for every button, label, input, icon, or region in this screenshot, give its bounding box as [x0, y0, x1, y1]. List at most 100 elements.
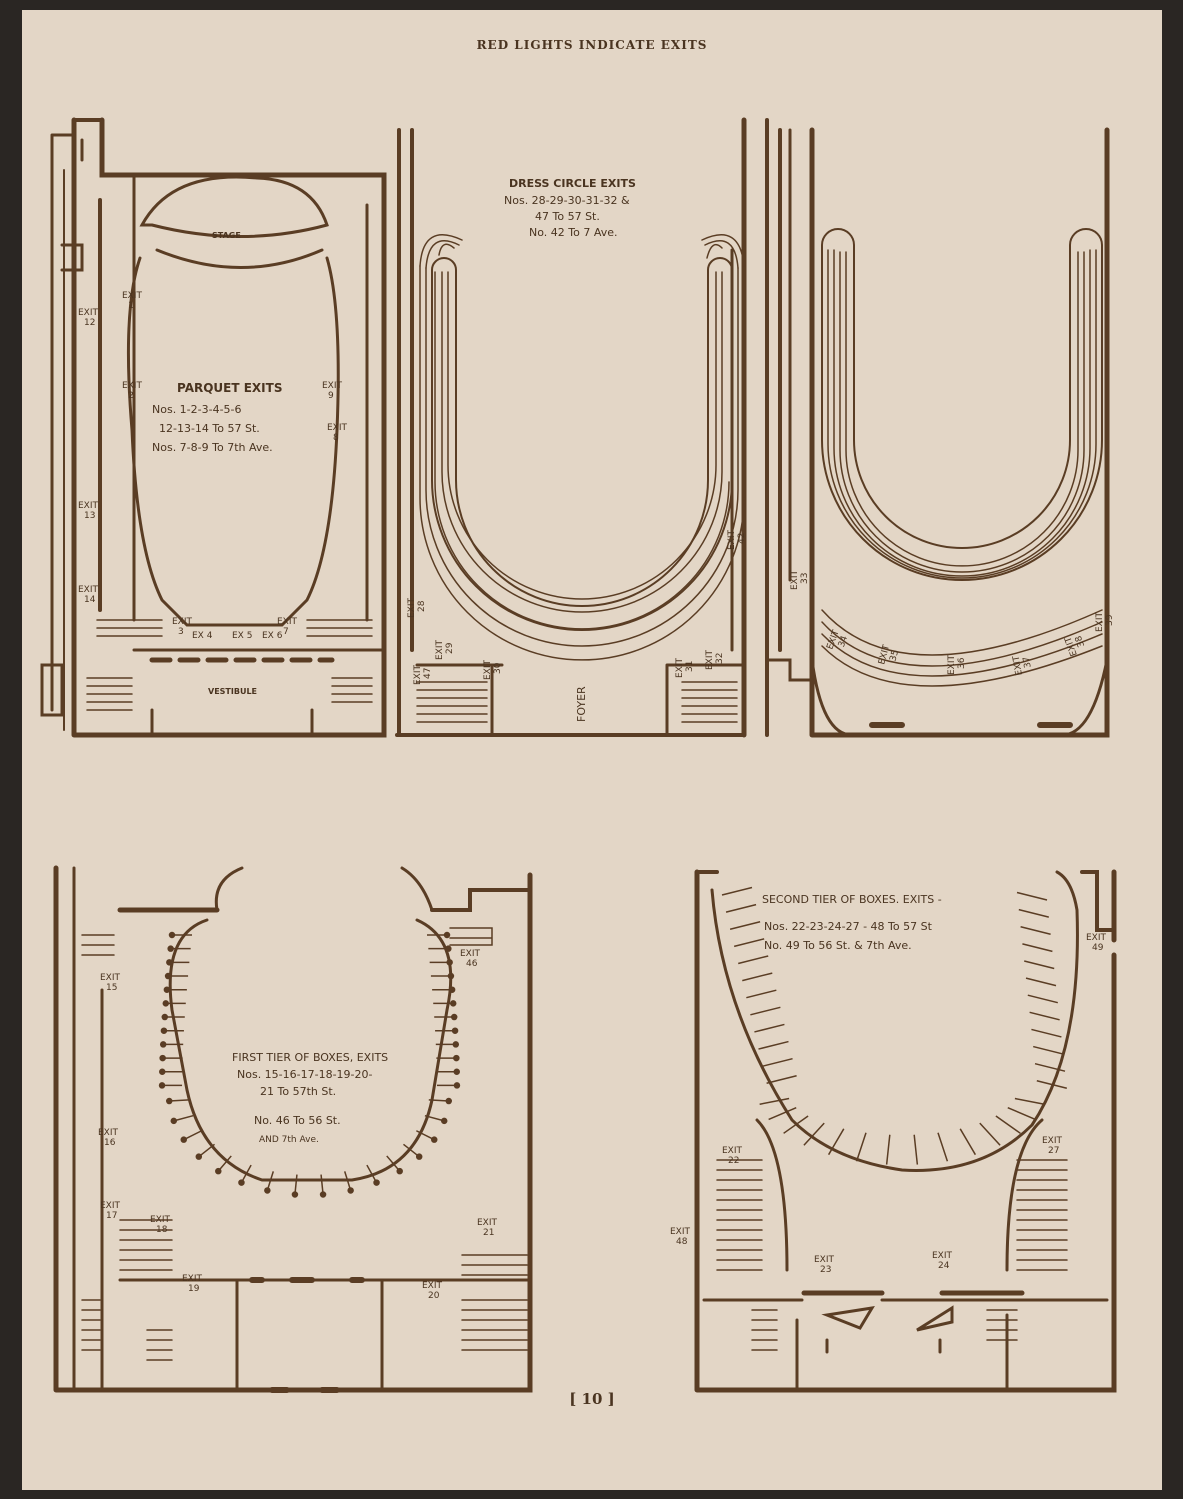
first-tier-box-dot-8: [159, 1041, 167, 1048]
first-tier-box-dot-3: [164, 972, 172, 980]
exit-label-5: EX 5: [232, 631, 252, 641]
first-tier-plan: [53, 865, 533, 1393]
exit-label-31: EXIT31: [675, 657, 695, 678]
second-tier-box-24: [1007, 1106, 1036, 1121]
second-tier-box-3: [733, 938, 765, 948]
second-tier-box-10: [762, 1057, 793, 1067]
first-tier-box-dot-17: [238, 1179, 245, 1186]
first-tier-line-4: AND 7th Ave.: [259, 1135, 319, 1145]
second-tier-box-11: [766, 1075, 797, 1085]
first-tier-box-dot-0: [168, 931, 176, 939]
dress-circle-plan: [395, 117, 747, 738]
first-tier-box-dot-20: [319, 1191, 327, 1198]
first-tier-box-22: [366, 1164, 378, 1183]
second-tier-box-16: [827, 1128, 845, 1156]
first-tier-box-dot-33: [450, 1013, 458, 1021]
program-page: RED LIGHTS INDICATE EXITS: [22, 10, 1162, 1490]
parquet-line-1: Nos. 1-2-3-4-5-6: [152, 403, 242, 416]
second-tier-box-17: [855, 1132, 867, 1162]
first-tier-box-dot-18: [264, 1187, 271, 1194]
first-tier-box-dot-1: [167, 945, 174, 952]
second-tier-line-1: Nos. 22-23-24-27 - 48 To 57 St: [764, 920, 933, 933]
first-tier-box-dot-30: [453, 1054, 460, 1062]
first-tier-line-3: No. 46 To 56 St.: [254, 1114, 341, 1127]
first-tier-box-dot-5: [162, 1000, 170, 1007]
first-tier-box-dot-2: [166, 959, 173, 966]
second-tier-box-14: [783, 1115, 809, 1134]
first-tier-box-23: [386, 1155, 401, 1172]
exit-label-30: EXIT30: [483, 659, 503, 680]
second-tier-box-18: [885, 1134, 891, 1165]
exit-label-35: EXIT35: [877, 643, 902, 668]
exit-label-4: EX 4: [192, 631, 213, 641]
box-ticks: [158, 886, 1068, 1198]
dress-circle-line-3: No. 42 To 7 Ave.: [529, 226, 617, 239]
first-tier-box-12: [169, 1099, 190, 1102]
first-tier-box-26: [424, 1114, 445, 1122]
foyer-label: FOYER: [575, 686, 588, 722]
second-tier-box-8: [754, 1023, 785, 1033]
second-tier-box-37: [1016, 891, 1048, 901]
second-tier-box-26: [1036, 1080, 1068, 1090]
exit-label-37: EXIT37: [1012, 653, 1035, 677]
second-tier-box-5: [742, 972, 773, 982]
page-number: [ 10 ]: [569, 1390, 615, 1408]
exit-label-38: EXIT38: [1063, 631, 1089, 657]
first-tier-box-dot-11: [158, 1082, 166, 1089]
exit-label-28: EXIT28: [407, 597, 427, 618]
first-tier-box-dot-12: [166, 1097, 173, 1105]
first-tier-box-13: [173, 1114, 194, 1122]
second-tier-title: SECOND TIER OF BOXES. EXITS -: [762, 893, 942, 906]
first-tier-box-dot-19: [291, 1191, 299, 1198]
second-tier-box-12: [759, 1097, 790, 1105]
dress-circle-line-1: Nos. 28-29-30-31-32 &: [504, 194, 630, 207]
vestibule-label: VESTIBULE: [208, 687, 257, 696]
second-tier-line-2: No. 49 To 56 St. & 7th Ave.: [764, 939, 912, 952]
second-tier-box-32: [1025, 977, 1057, 987]
second-tier-box-2: [729, 921, 761, 930]
second-tier-box-30: [1029, 1011, 1060, 1021]
second-tier-box-33: [1024, 960, 1055, 970]
second-tier-box-35: [1020, 926, 1051, 935]
second-tier-box-7: [750, 1006, 781, 1016]
second-tier-box-15: [803, 1122, 825, 1146]
page-header: RED LIGHTS INDICATE EXITS: [476, 38, 708, 52]
first-tier-box-dot-14: [180, 1136, 188, 1143]
first-tier-box-15: [198, 1143, 216, 1158]
exit-label-32: EXIT32: [705, 649, 725, 670]
second-tier-box-29: [1031, 1028, 1062, 1038]
stage-label: STAGE: [212, 231, 241, 240]
exit-label-47: EXIT47: [413, 664, 433, 685]
parquet-title: PARQUET EXITS: [177, 381, 282, 395]
parquet-line-3: Nos. 7-8-9 To 7th Ave.: [152, 441, 273, 454]
second-tier-box-6: [746, 989, 777, 999]
first-tier-box-18: [266, 1171, 275, 1191]
first-tier-box-21: [343, 1171, 352, 1191]
first-tier-box-dot-32: [451, 1027, 459, 1034]
first-tier-box-16: [217, 1155, 232, 1172]
first-tier-box-dot-7: [160, 1027, 168, 1034]
first-tier-box-19: [294, 1174, 298, 1195]
balcony-plan: [765, 118, 1110, 738]
first-tier-box-dot-39: [443, 931, 451, 939]
first-tier-line-2: 21 To 57th St.: [260, 1085, 336, 1098]
first-tier-box-25: [416, 1130, 435, 1141]
second-tier-box-31: [1027, 994, 1058, 1004]
second-tier-box-21: [959, 1128, 977, 1156]
first-tier-box-dot-25: [430, 1136, 438, 1143]
second-tier-box-13: [768, 1106, 797, 1121]
